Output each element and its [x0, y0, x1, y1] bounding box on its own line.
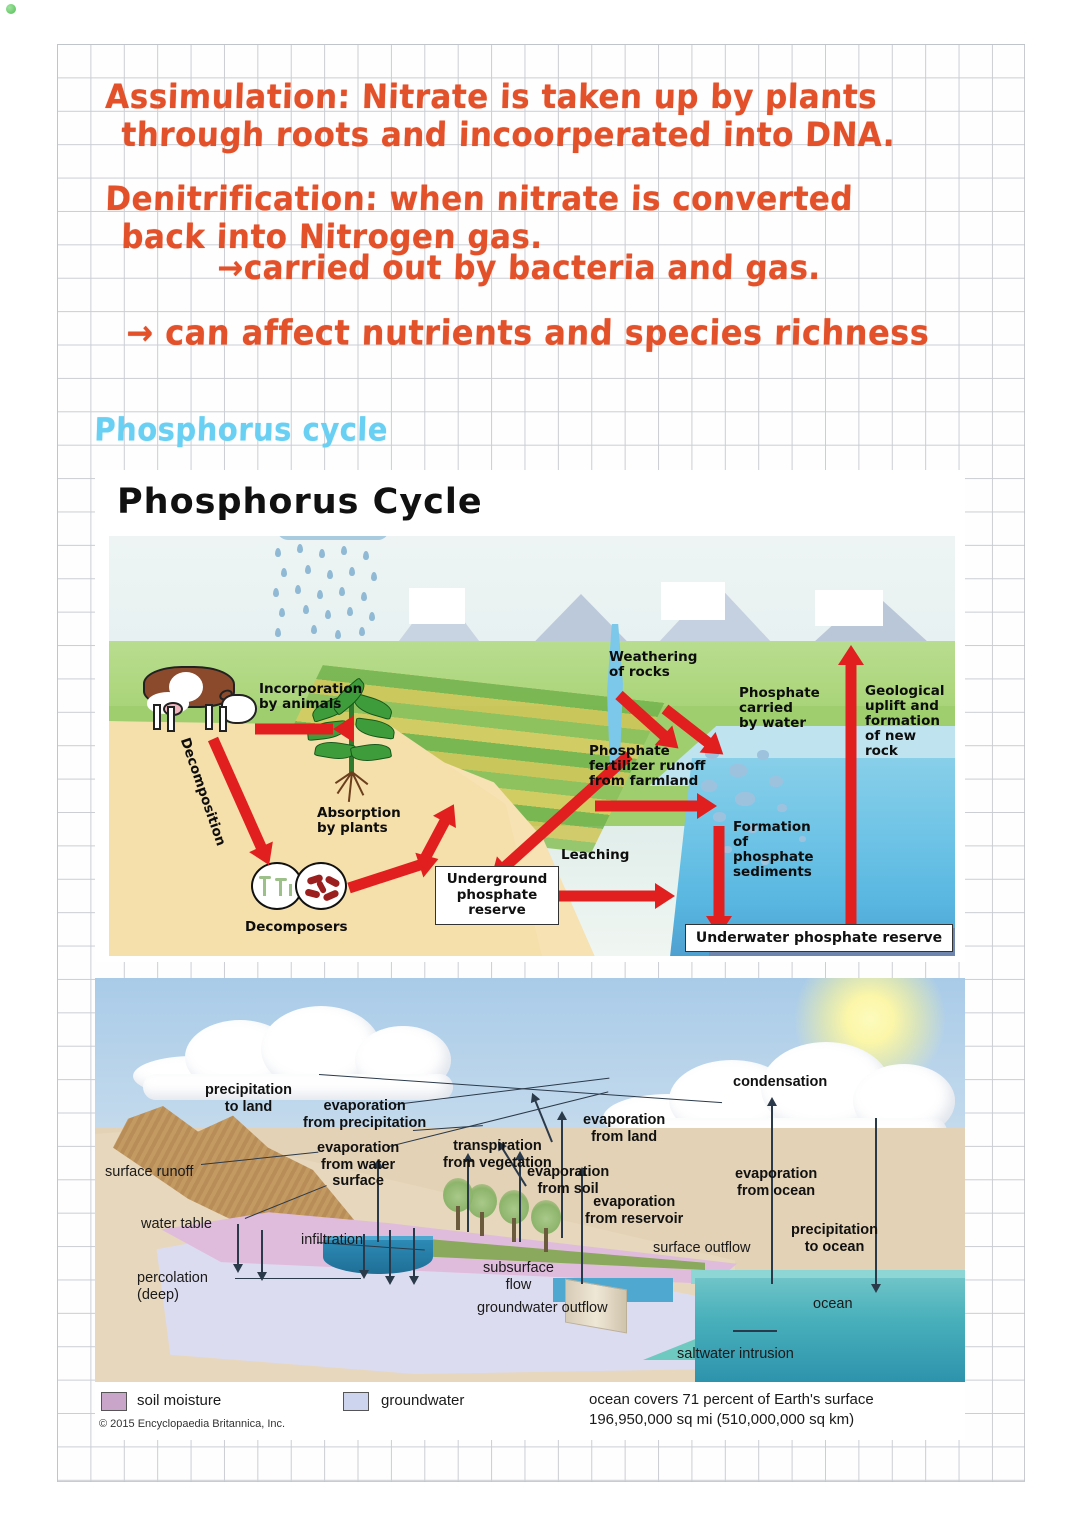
note-line-assimilation-1: Assimulation: Nitrate is taken up by pla… — [104, 78, 878, 117]
groundwater-outflow-label: groundwater outflow — [477, 1300, 608, 1316]
note-line-assimilation-2: through roots and incoorperated into DNA… — [120, 116, 896, 155]
infiltration-label: infiltration — [301, 1232, 364, 1248]
underwater-phosphate-reserve-label: Underwater phosphate reserve — [695, 930, 943, 946]
copyright-label: © 2015 Encyclopaedia Britannica, Inc. — [99, 1418, 286, 1430]
arrow-geological-uplift — [838, 641, 864, 941]
note-line-denitrification-1: Denitrification: when nitrate is convert… — [104, 180, 854, 219]
arrow-evaporation-from-reservoir — [581, 1174, 584, 1284]
incorporation-by-animals-label: Incorporation by animals — [259, 681, 363, 713]
underground-phosphate-reserve-label: Underground phosphate reserve — [446, 871, 548, 919]
phosphate-carried-by-water-label: Phosphate carried by water — [739, 685, 820, 732]
phosphate-fertilizer-runoff-label: Phosphate fertilizer runoff from farmlan… — [589, 743, 706, 790]
tree-icon — [531, 1200, 561, 1252]
evaporation-from-soil-label: evaporation from soil — [527, 1164, 610, 1197]
decomposer-bacteria-icon — [295, 862, 347, 910]
leader-line-saltwater-intrusion — [733, 1330, 777, 1332]
decomposers-label: Decomposers — [245, 919, 348, 935]
phosphorus-cycle-figure: Phosphorus Cycle — [95, 470, 965, 962]
evaporation-from-land-label: evaporation from land — [583, 1112, 666, 1145]
river-stream — [607, 624, 623, 774]
sediment-particle — [735, 792, 755, 806]
rain-cloud-icon — [263, 536, 401, 540]
evaporation-from-precipitation-label: evaporation from precipitation — [303, 1098, 427, 1131]
water-cycle-figure: precipitation to land evaporation from p… — [95, 978, 965, 1440]
underwater-phosphate-reserve-box: Underwater phosphate reserve — [685, 924, 953, 953]
arrow-infiltration-3 — [413, 1228, 416, 1278]
arrow-evaporation-water-surface — [377, 1166, 380, 1242]
absorption-by-plants-label: Absorption by plants — [317, 805, 401, 837]
saltwater-intrusion-label: saltwater intrusion — [677, 1346, 794, 1362]
precipitation-to-ocean-label: precipitation to ocean — [791, 1222, 879, 1255]
soil-moisture-legend-label: soil moisture — [137, 1392, 222, 1409]
sediment-particle — [713, 812, 726, 822]
surface-outflow-label: surface outflow — [653, 1240, 751, 1256]
evaporation-from-reservoir-label: evaporation from reservoir — [585, 1194, 684, 1227]
sediment-particle — [761, 858, 769, 865]
note-line-effect: → can affect nutrients and species richn… — [125, 312, 931, 354]
plant-icon — [305, 677, 401, 814]
surface-runoff-label: surface runoff — [105, 1164, 194, 1180]
arrow-leaching — [557, 883, 677, 909]
groundwater-legend-label: groundwater — [381, 1392, 465, 1409]
groundwater-swatch — [343, 1392, 369, 1411]
note-heading-phosphorus-cycle: Phosphorus cycle — [93, 411, 389, 449]
note-line-denitrification-3: →carried out by bacteria and gas. — [216, 249, 822, 288]
ocean-coverage-fact: ocean covers 71 percent of Earth's surfa… — [589, 1391, 874, 1428]
arrow-infiltration-1 — [363, 1234, 366, 1272]
sediment-particle — [723, 846, 732, 853]
evaporation-from-water-surface-label: evaporation from water surface — [317, 1140, 400, 1190]
precipitation-to-land-label: precipitation to land — [205, 1082, 293, 1115]
underground-phosphate-reserve-box: Underground phosphate reserve — [435, 866, 559, 925]
sediment-particle — [769, 776, 783, 787]
arrow-fertilizer-runoff — [595, 793, 719, 819]
weathering-of-rocks-label: Weathering of rocks — [609, 649, 698, 681]
sediment-particle — [799, 836, 806, 842]
sediment-particle — [777, 804, 787, 812]
sediment-particle — [729, 764, 747, 777]
ocean-label: ocean — [813, 1296, 853, 1312]
rain-drops — [271, 544, 391, 640]
phosphorus-cycle-illustration: Underground phosphate reserve Underwater… — [109, 536, 955, 956]
decomposer-fungi-icon — [251, 862, 303, 910]
water-table-label: water table — [141, 1216, 212, 1232]
condensation-label: condensation — [733, 1074, 828, 1090]
cow-icon — [139, 662, 257, 736]
sediment-particle — [701, 780, 717, 792]
water-cycle-illustration: precipitation to land evaporation from p… — [95, 978, 965, 1382]
arrow-incorporation — [255, 716, 353, 742]
arrow-precipitation-to-ocean — [875, 1118, 878, 1286]
leaching-label: Leaching — [561, 847, 630, 863]
page-corner-marker — [6, 4, 16, 14]
arrow-infiltration-2 — [389, 1230, 392, 1278]
water-cycle-legend: soil moisture groundwater © 2015 Encyclo… — [95, 1382, 965, 1440]
arrow-soil-infiltration-4 — [237, 1224, 240, 1266]
arrow-evaporation-from-land — [561, 1118, 564, 1238]
arrow-soil-infiltration-5 — [261, 1230, 264, 1274]
snow-cap — [409, 588, 465, 624]
arrow-formation-of-sediments — [706, 826, 732, 938]
formation-of-phosphate-sediments-label: Formation of phosphate sediments — [733, 819, 814, 881]
sediment-particle — [747, 824, 758, 833]
subsurface-flow-label: subsurface flow — [483, 1260, 554, 1293]
sediment-particle — [757, 750, 769, 760]
arrow-evaporation-from-soil — [519, 1158, 522, 1242]
evaporation-from-ocean-label: evaporation from ocean — [735, 1166, 818, 1199]
arrow-transpiration — [467, 1160, 470, 1232]
snow-cap — [815, 590, 883, 626]
tree-icon — [499, 1190, 529, 1242]
leader-line-percolation — [235, 1278, 361, 1280]
arrow-evaporation-from-ocean — [771, 1104, 774, 1284]
snow-cap — [661, 582, 725, 620]
sediment-particle — [705, 748, 719, 759]
geological-uplift-label: Geological uplift and formation of new r… — [865, 683, 945, 760]
percolation-deep-label: percolation (deep) — [137, 1270, 208, 1303]
transpiration-from-vegetation-label: transpiration from vegetation — [443, 1138, 552, 1171]
phosphorus-figure-title: Phosphorus Cycle — [117, 482, 483, 522]
soil-moisture-swatch — [101, 1392, 127, 1411]
